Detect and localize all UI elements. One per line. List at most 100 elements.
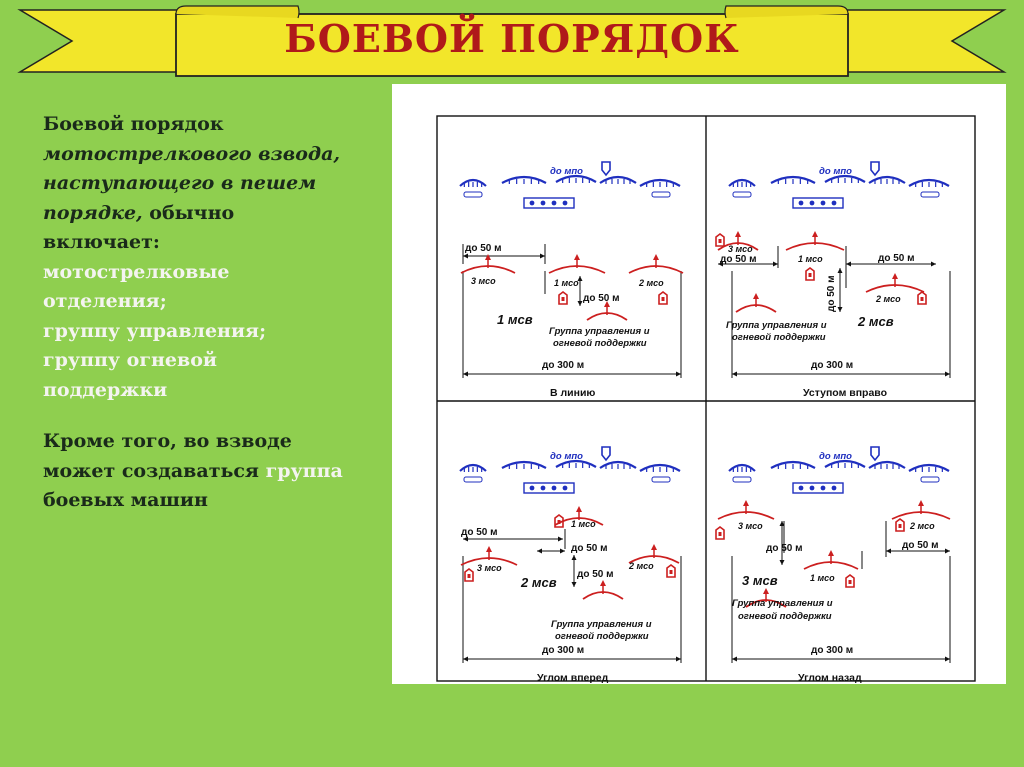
- enemy-vehicle-dot: [831, 485, 837, 491]
- arrowhead: [577, 276, 583, 281]
- enemy-small-mark: [463, 476, 483, 483]
- squad-label: 3 мсо: [471, 276, 496, 286]
- text-fragment: может создаваться: [43, 459, 266, 482]
- bmp-vehicle-icon: [805, 267, 815, 281]
- bmp-vehicle-icon: [558, 291, 568, 305]
- enemy-vehicle-dot: [809, 200, 815, 206]
- enemy-position-arc: [908, 178, 950, 187]
- enemy-mpo-icon: [870, 161, 880, 177]
- enemy-position-arc: [824, 459, 866, 468]
- text-line: Боевой порядок: [43, 113, 224, 135]
- squad-arrowhead: [604, 301, 610, 307]
- enemy-position-arc: [501, 175, 547, 184]
- group-label: огневой поддержки: [553, 338, 647, 349]
- enemy-small-mark: [651, 191, 671, 198]
- arrowhead: [837, 307, 843, 312]
- list-item: поддержки: [43, 378, 168, 401]
- enemy-position-arc: [639, 463, 681, 472]
- bmp-vehicle-mark: [661, 297, 665, 301]
- bmp-vehicle-icon: [715, 526, 725, 540]
- enemy-position-arc: [599, 460, 637, 469]
- arrowhead: [886, 548, 891, 554]
- arrowhead: [571, 555, 577, 560]
- enemy-position-arc: [459, 178, 487, 187]
- distance-label: до 50 м: [720, 254, 757, 265]
- enemy-position-arc: [728, 178, 756, 187]
- squad-arrowhead: [651, 544, 657, 550]
- text-line: боевых машин: [43, 489, 208, 511]
- arrowhead: [463, 371, 468, 377]
- bmp-vehicle-icon: [658, 291, 668, 305]
- group-label: Группа управления и: [551, 619, 652, 630]
- arrowhead: [676, 656, 681, 662]
- distance-label: до 50 м: [878, 253, 915, 264]
- enemy-mpo-icon: [601, 446, 611, 462]
- mpo-label: до мпо: [819, 166, 852, 177]
- text-fragment: порядке,: [43, 201, 143, 224]
- enemy-position-arc: [501, 460, 547, 469]
- distance-label: до 50 м: [826, 275, 837, 312]
- enemy-position-arc: [868, 175, 906, 184]
- squad-arrowhead: [892, 273, 898, 279]
- enemy-vehicle-dot: [529, 485, 535, 491]
- enemy-position-arc: [824, 174, 866, 183]
- bmp-vehicle-mark: [718, 532, 722, 536]
- arrowhead: [945, 371, 950, 377]
- arrowhead: [463, 656, 468, 662]
- squad-arrowhead: [763, 588, 769, 594]
- distance-label: до 50 м: [571, 543, 608, 554]
- bmp-vehicle-mark: [920, 297, 924, 301]
- enemy-position-arc: [868, 460, 906, 469]
- enemy-vehicle-dot: [551, 200, 557, 206]
- arrowhead: [779, 560, 785, 565]
- distance-label: до 50 м: [902, 540, 939, 551]
- arrowhead: [846, 261, 851, 267]
- enemy-vehicle-box: [523, 482, 575, 494]
- enemy-position-arc: [639, 178, 681, 187]
- arrowhead: [732, 656, 737, 662]
- enemy-vehicle-dot: [562, 485, 568, 491]
- arrowhead: [718, 261, 723, 267]
- arrowhead: [676, 371, 681, 377]
- distance-label: до 300 м: [811, 360, 853, 371]
- squad-arrowhead: [743, 500, 749, 506]
- squad-label: 3 мсо: [477, 563, 502, 573]
- group-label: Группа управления и: [726, 320, 827, 331]
- enemy-vehicle-dot: [529, 200, 535, 206]
- arrowhead: [463, 253, 468, 259]
- squad-label: 1 мсо: [554, 278, 579, 288]
- squad-label: 3 мсо: [728, 244, 753, 254]
- mpo-label: до мпо: [550, 451, 583, 462]
- platoon-label: 2 мсв: [857, 314, 894, 329]
- enemy-position-arc: [555, 174, 597, 183]
- text-fragment: группа: [265, 459, 343, 482]
- bmp-vehicle-icon: [715, 233, 725, 247]
- text-line: Кроме того, во взводе: [43, 430, 292, 452]
- group-label: огневой поддержки: [732, 332, 826, 343]
- enemy-mpo-icon: [870, 446, 880, 462]
- squad-arrowhead: [828, 550, 834, 556]
- platoon-label: 1 мсв: [497, 312, 533, 327]
- squad-arrowhead: [653, 254, 659, 260]
- enemy-small-mark: [732, 191, 752, 198]
- enemy-vehicle-dot: [551, 485, 557, 491]
- group-label: Группа управления и: [549, 326, 650, 337]
- enemy-vehicle-dot: [540, 200, 546, 206]
- bmp-vehicle-mark: [848, 580, 852, 584]
- platoon-label: 3 мсв: [742, 573, 778, 588]
- arrowhead: [571, 582, 577, 587]
- squad-arrowhead: [918, 500, 924, 506]
- arrowhead: [537, 548, 542, 554]
- page-title: БОЕВОЙ ПОРЯДОК: [284, 16, 740, 61]
- group-label: огневой поддержки: [738, 611, 832, 622]
- enemy-vehicle-dot: [809, 485, 815, 491]
- enemy-vehicle-dot: [798, 200, 804, 206]
- text-line: мотострелкового взвода,: [43, 142, 341, 165]
- text-line: порядке, обычно: [43, 199, 373, 229]
- enemy-small-mark: [651, 476, 671, 483]
- enemy-vehicle-dot: [820, 485, 826, 491]
- enemy-position-arc: [770, 460, 816, 469]
